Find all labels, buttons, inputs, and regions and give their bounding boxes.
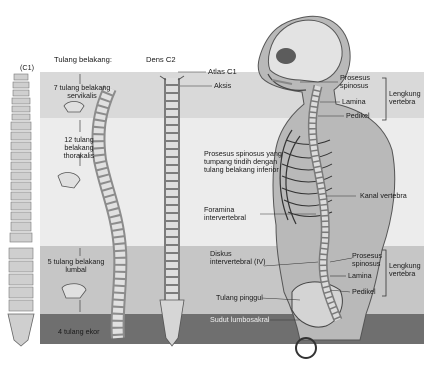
sudut-lumbosakral-label: Sudut lumbosakral (210, 316, 270, 324)
lamina-bottom-label: Lamina (348, 272, 372, 280)
tulang-pinggul-label: Tulang pinggul (216, 294, 263, 302)
lamina-top-label: Lamina (342, 98, 366, 106)
foramina-label: Foramina intervertebral (204, 206, 262, 222)
lengkung-bottom-label: Lengkung vertebra (389, 262, 423, 278)
diskus-label: Diskus intervertebral (IV) (210, 250, 266, 266)
human-body-silhouette (258, 16, 395, 358)
lumbar-region-label: 5 tulang belakang lumbal (44, 258, 108, 274)
back-view-spine (160, 76, 184, 346)
kanal-label: Kanal vertebra (360, 192, 407, 200)
c1-label: (C1) (20, 64, 34, 72)
spine-title: Tulang belakang: (54, 56, 112, 64)
coccyx-region-label: 4 tulang ekor (58, 328, 100, 336)
prosesus-spinosus-top-label: Prosesus spinosus (340, 74, 380, 90)
cervical-region-label: 7 tulang belakang servikalis (50, 84, 114, 100)
lengkung-top-label: Lengkung vertebra (389, 90, 423, 106)
pedikel-top-label: Pedikel (346, 112, 370, 120)
side-view-spine (98, 88, 120, 338)
aksis-label: Aksis (214, 82, 231, 90)
prosesus-spinosus-bottom-label: Prosesus spinosus (352, 252, 386, 268)
front-view-spine (8, 74, 34, 346)
thoracic-region-label: 12 tulang belakang thorakalis (52, 136, 106, 160)
atlas-label: Atlas C1 (208, 68, 237, 76)
prosesus-spinosus-overlap-label: Prosesus spinosus yang tumpang tindih de… (204, 150, 286, 174)
pedikel-bottom-label: Pedikel (352, 288, 376, 296)
dens-label: Dens C2 (146, 56, 176, 64)
